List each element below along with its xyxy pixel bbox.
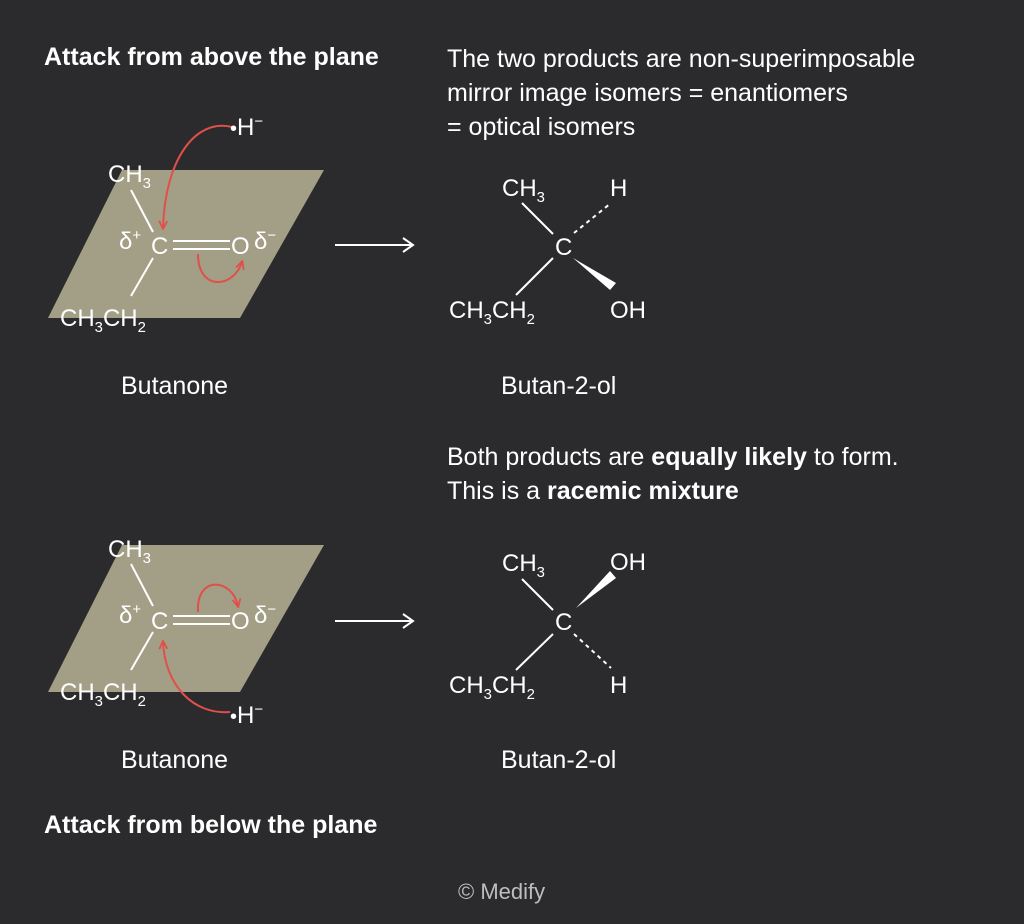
- heading-attack-below: Attack from below the plane: [44, 811, 378, 839]
- arrow-hydride-attack-top: [163, 124, 233, 228]
- product-name-bottom: Butan-2-ol: [501, 746, 617, 774]
- chiral-carbon-top: C: [555, 234, 573, 261]
- copyright-footer: © Medify: [458, 879, 546, 904]
- reaction-arrow-bottom: [335, 613, 415, 629]
- arrow-hydride-attack-bottom: [163, 642, 231, 714]
- delta-plus-top: δ+: [119, 228, 142, 255]
- arrow-electron-shift-bottom: [196, 583, 238, 613]
- wedge-bond-bottom: [576, 571, 616, 608]
- delta-plus-bottom: δ+: [119, 602, 142, 629]
- plane-top: [48, 170, 324, 318]
- equally-likely-sentence: Both products are equally likely to form…: [447, 443, 899, 471]
- hydride-ion-bottom: •H−: [230, 702, 264, 729]
- chiral-carbon-bottom: C: [555, 609, 573, 636]
- bonds-bottom: [130, 563, 230, 671]
- explanation-line-1: The two products are non-superimposable: [447, 45, 916, 73]
- methyl-group-top: CH3: [108, 161, 151, 192]
- product-ethyl-bottom: CH3CH2: [449, 672, 535, 703]
- product-methyl-top: CH3: [502, 175, 545, 206]
- methyl-group-bottom: CH3: [108, 536, 151, 567]
- ethyl-group-bottom: CH3CH2: [60, 679, 146, 710]
- racemic-sentence: This is a racemic mixture: [447, 477, 739, 505]
- reaction-arrow-top: [335, 237, 415, 253]
- product-methyl-bottom: CH3: [502, 550, 545, 581]
- product-bonds-top: [515, 202, 612, 296]
- product-ethyl-top: CH3CH2: [449, 297, 535, 328]
- product-hydrogen-top: H: [610, 175, 628, 202]
- explanation-line-3: = optical isomers: [447, 113, 636, 141]
- carbonyl-carbon-bottom: C: [151, 608, 169, 635]
- carbonyl-oxygen-top: O: [231, 233, 250, 260]
- carbonyl-oxygen-bottom: O: [231, 608, 250, 635]
- heading-attack-above: Attack from above the plane: [44, 43, 379, 71]
- arrow-electron-shift-top: [197, 253, 242, 283]
- reactant-name-top: Butanone: [121, 372, 229, 400]
- carbonyl-carbon-top: C: [151, 233, 169, 260]
- hydride-ion-top: •H−: [230, 114, 264, 141]
- delta-minus-top: δ−: [254, 228, 277, 255]
- product-name-top: Butan-2-ol: [501, 372, 617, 400]
- product-bonds-bottom: [515, 578, 612, 671]
- wedge-bond-top: [573, 258, 616, 290]
- explanation-line-2: mirror image isomers = enantiomers: [447, 79, 848, 107]
- bonds-top: [130, 189, 230, 297]
- product-hydroxyl-bottom: OH: [610, 549, 646, 576]
- ethyl-group-top: CH3CH2: [60, 305, 146, 336]
- reactant-name-bottom: Butanone: [121, 746, 229, 774]
- plane-bottom: [48, 545, 324, 692]
- product-hydroxyl-top: OH: [610, 297, 646, 324]
- delta-minus-bottom: δ−: [254, 602, 277, 629]
- product-hydrogen-bottom: H: [610, 672, 628, 699]
